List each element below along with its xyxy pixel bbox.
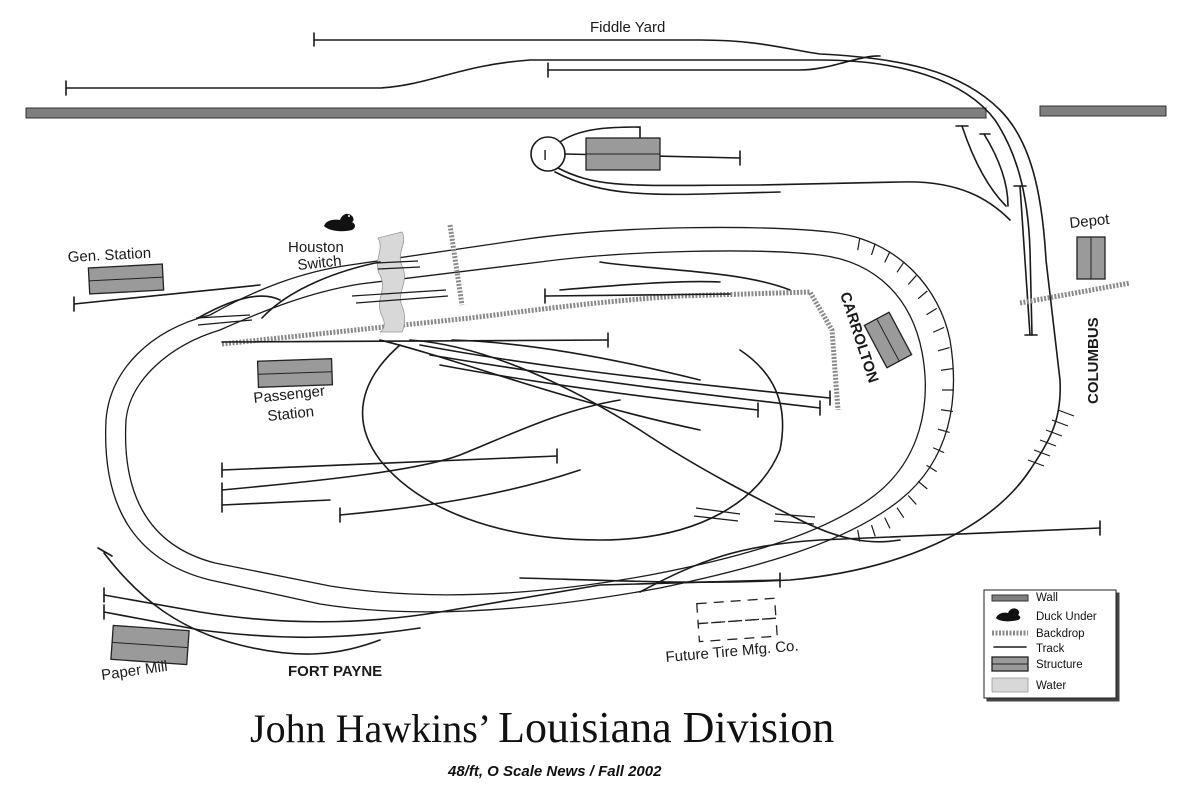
subtitle: 48/ft, O Scale News / Fall 2002 [447,763,662,780]
legend-water-swatch [991,677,1029,693]
title-name: Louisiana Division [498,703,834,752]
paper-mill-structure [110,624,190,666]
title-block: John Hawkins’ Louisiana Division 48/ft, … [250,703,834,780]
curve-tie [884,517,891,529]
legend-water-label: Water [1036,680,1066,692]
curve-tie [937,428,950,434]
columbus-tie [1051,419,1069,427]
legend: Wall Duck Under Backdrop Track Structure… [983,589,1117,699]
walls [25,105,1167,119]
houston-switch-label-2: Switch [297,252,343,274]
curve-tie [857,529,861,542]
curve-tie [940,409,953,413]
curve-tie [917,480,928,490]
columbus-tie [1027,459,1045,467]
legend-duck-icon [996,608,1021,622]
main-loop-tracks [104,226,955,613]
main-title: John Hawkins’ Louisiana Division [250,703,834,752]
wall-main [25,107,987,119]
curve-tie [857,238,861,251]
curve-tie [870,524,876,537]
future-tire-structure [696,597,778,643]
fiddle-yard-label: Fiddle Yard [590,19,665,36]
columbus-tie [1033,449,1051,457]
curve-tie [917,290,928,300]
turntable-area: I [530,126,1011,221]
inner-spurs [221,288,901,543]
duck-under-icon [324,213,355,232]
center-backdrop [221,224,841,411]
future-tire-label: Future Tire Mfg. Co. [665,637,799,666]
carrolton-structure [863,311,913,369]
curve-ties [857,238,1075,542]
title-prefix: John Hawkins’ [250,706,498,751]
legend-duck-label: Duck Under [1036,611,1097,623]
lower-leads [73,284,1101,655]
curve-tie [896,507,905,519]
gen-station-structure [87,263,165,295]
curve-tie [907,275,917,285]
depot-label: Depot [1069,211,1111,232]
curve-tie [926,307,937,316]
curve-tie [940,367,953,371]
legend-structure-label: Structure [1036,659,1083,671]
fort-payne-label: FORT PAYNE [288,663,382,680]
water-area [376,231,406,333]
columbus-tie [1057,409,1075,417]
passenger-station-label-2: Station [267,403,315,425]
paper-mill-label: Paper Mill [100,658,168,684]
curve-tie [926,464,937,473]
curve-tie [896,261,905,273]
legend-backdrop-label: Backdrop [1036,628,1085,640]
passenger-station-structure [256,358,334,388]
legend-track-label: Track [1036,643,1065,655]
curve-tie [937,346,950,352]
turntable-label: I [543,147,547,164]
curve-tie [884,251,891,263]
structures [87,263,913,666]
curve-tie [932,326,945,333]
columbus-tie [1039,439,1057,447]
curve-tie [907,495,917,505]
columbus-label: COLUMBUS [1085,317,1102,404]
houston-switch-label-1: Houston [288,239,344,256]
curve-tie [932,447,945,454]
legend-wall-swatch [991,594,1029,602]
wall-right [1039,105,1167,117]
columbus-spurs [955,125,1131,336]
curve-tie [870,243,876,256]
legend-wall-label: Wall [1036,592,1058,604]
columbus-tie [1045,429,1063,437]
crossings [195,260,816,525]
gen-station-label: Gen. Station [67,245,151,266]
